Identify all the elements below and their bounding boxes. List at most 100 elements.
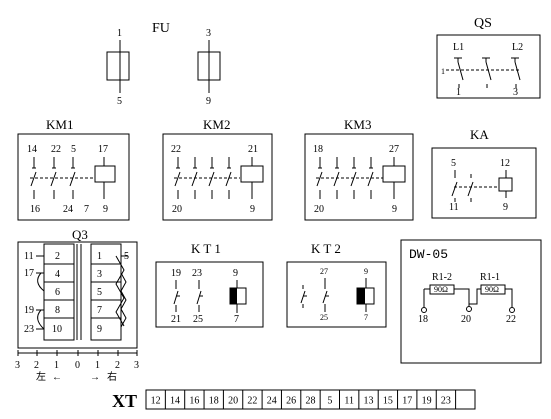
ka-top-terminal: 5 [451,158,456,169]
dw-title: DW-05 [409,247,448,262]
dw-terminal: 20 [461,314,471,325]
km3-contacts [316,157,383,199]
km3-coil [382,157,406,199]
q3-left-terminals: 11 17 19 23 [24,251,45,335]
kt1-block: KT1 19 23 9 21 25 7 [155,241,264,328]
km2-title: KM2 [203,117,230,132]
qs-l1-label: L1 [453,42,464,53]
km3-block: KM3 18 27 20 9 [304,117,414,221]
q3-arrow-left: ← [52,372,62,383]
dw-resistor-right-value: 90Ω [485,285,499,294]
km3-bottom-terminal: 9 [392,204,397,215]
fuse-right: 3 9 [197,28,221,107]
kt2-title: KT2 [311,241,344,256]
q3-cell: 6 [55,287,60,298]
km2-top-terminal: 21 [248,144,258,155]
q3-left-terminal: 19 [24,305,34,316]
xt-cell: 15 [383,396,393,407]
km3-bottom-terminal: 20 [314,204,324,215]
km1-top-terminal: 22 [51,144,61,155]
km2-block: KM2 22 21 20 9 [162,117,273,221]
xt-cell: 24 [267,396,277,407]
km3-title: KM3 [344,117,371,132]
km2-contacts [174,157,240,199]
fuse-left: 1 5 [106,28,130,107]
dw-resistor-left-value: 90Ω [434,285,448,294]
q3-arrow-right: → [90,372,100,383]
km1-top-terminal: 17 [98,144,108,155]
fuse-left-body [106,51,130,81]
kt1-top-terminal: 23 [192,268,202,279]
km1-bottom-terminal: 9 [103,204,108,215]
kt2-contacts [300,278,329,312]
fuse-right-bottom-terminal: 9 [206,96,211,107]
ka-top-terminal: 12 [500,158,510,169]
xt-strip [145,389,476,410]
km2-coil [240,157,264,199]
q3-dir-right: 右 [107,370,117,383]
ka-bottom-terminal: 11 [449,202,459,213]
qs-l2-label: L2 [512,42,523,53]
xt-cell: 5 [327,396,332,407]
kt1-top-terminal: 9 [233,268,238,279]
xt-cell: 23 [441,396,451,407]
km2-coil-body [240,165,264,183]
dw-terminal-dot [466,306,472,312]
fu-title: FU [152,21,170,36]
dw-block: DW-05 R1-2 R1-1 90Ω 90Ω 18 20 22 [400,239,542,364]
q3-cell: 7 [97,305,102,316]
xt-cell: 20 [228,396,238,407]
km3-coil-body [382,165,406,183]
xt-cell: 26 [286,396,296,407]
xt-label: XT [112,391,137,411]
km1-contacts [30,157,95,199]
q3-cell: 10 [52,324,62,335]
q3-cell: 9 [97,324,102,335]
xt-cell: 19 [422,396,432,407]
km1-bottom-terminal: 7 [84,204,89,215]
xt-cell: 11 [344,396,354,407]
q3-scale-label: 0 [75,360,80,371]
q3-left-terminal: 17 [24,268,34,279]
q3-scale-label: 3 [15,360,20,371]
km1-block: KM1 14 22 5 17 16 24 7 9 [17,117,130,221]
ka-contacts [451,170,499,202]
q3-right-terminal: 5 [124,251,129,262]
qs-left-mark: 1 [441,67,445,76]
q3-cell: 2 [55,251,60,262]
q3-left-terminal: 11 [24,251,34,262]
q3-block: Q3 2 4 6 8 10 1 3 5 7 9 11 [15,227,139,383]
q3-scale-label: 1 [54,360,59,371]
kt1-bottom-terminal: 25 [193,314,203,325]
fuse-left-top-terminal: 1 [117,28,122,39]
kt2-bottom-terminal: 7 [364,313,368,322]
xt-cell: 14 [170,396,180,407]
q3-left-deck [43,243,75,341]
xt-cell: 17 [402,396,412,407]
q3-cell: 5 [97,287,102,298]
km1-top-terminal: 5 [71,144,76,155]
kt1-bottom-terminal: 21 [171,314,181,325]
kt2-coil [356,278,375,312]
q3-cell: 8 [55,305,60,316]
q3-right-wiring: 5 [115,251,129,328]
km2-bottom-terminal: 9 [250,204,255,215]
xt-cell: 16 [189,396,199,407]
fuse-right-top-terminal: 3 [206,28,211,39]
xt-cell: 28 [305,396,315,407]
km3-top-terminal: 27 [389,144,399,155]
fu-block: FU 1 5 3 9 [106,21,221,107]
kt1-title: KT1 [191,241,224,256]
dw-resistor-left-name: R1-2 [432,272,452,283]
fuse-left-bottom-terminal: 5 [117,96,122,107]
dw-terminal-dot [421,307,427,313]
kt1-coil-fill [230,288,237,304]
ka-title: KA [470,127,489,142]
km2-top-terminal: 22 [171,144,181,155]
dw-terminal-dot [509,307,515,313]
kt2-top-terminal: 27 [320,267,328,276]
km3-top-terminal: 18 [313,144,323,155]
kt1-top-terminal: 19 [171,268,181,279]
